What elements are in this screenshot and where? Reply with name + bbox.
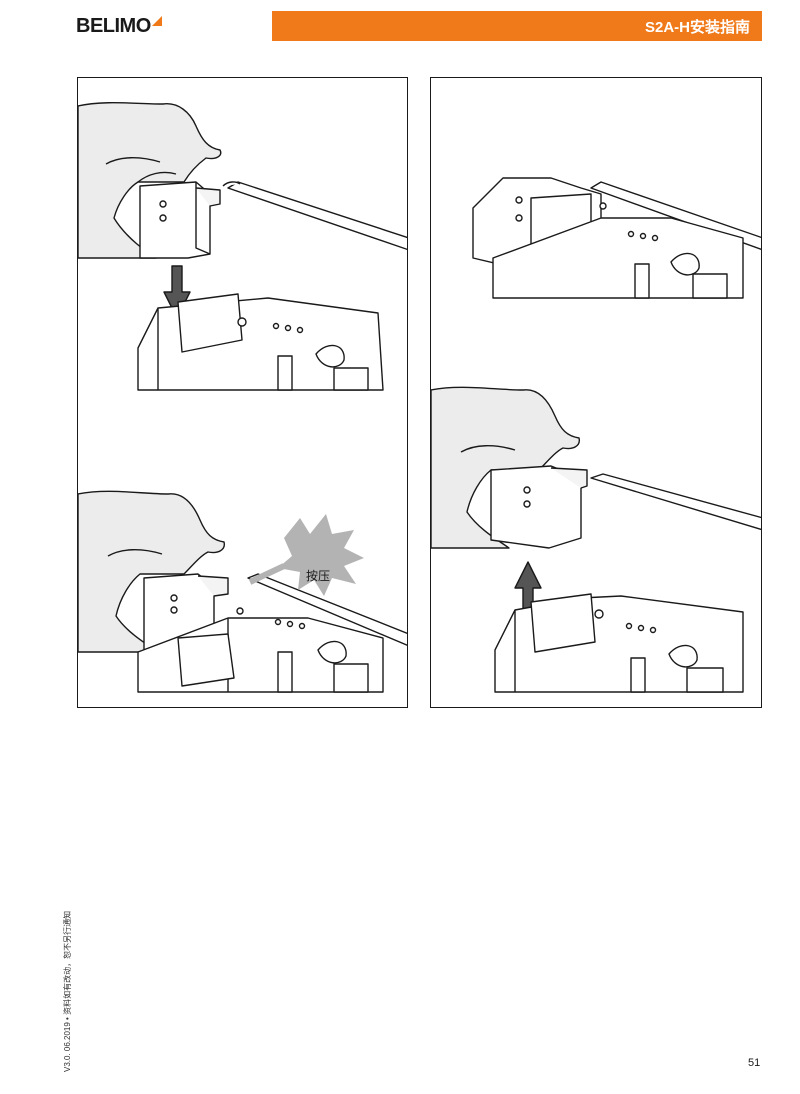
page-number: 51: [748, 1057, 761, 1069]
version-note: V3.0. 06.2019 • 资料如有改动，恕不另行通知: [63, 910, 72, 1072]
hand-icon: [431, 386, 580, 549]
switch-module-icon: [490, 465, 588, 549]
document-title: S2A-H安装指南: [644, 18, 750, 36]
insert-steps-illustration: [78, 102, 407, 693]
hand-icon: [78, 102, 222, 259]
actuator-icon: [137, 293, 384, 391]
logo-triangle-icon: [151, 16, 162, 26]
panel-remove-steps: [430, 77, 762, 708]
actuator-icon: [492, 217, 744, 299]
press-label: 按压: [306, 569, 331, 583]
hand-icon: [78, 490, 225, 653]
actuator-icon: [137, 617, 384, 693]
brand-name: BELIMO: [76, 15, 151, 37]
step4-cable-icon: [590, 473, 761, 531]
panel-insert-steps: [77, 77, 408, 708]
remove-steps-illustration: [431, 177, 761, 693]
actuator-icon: [494, 593, 744, 693]
belimo-logo: BELIMO: [76, 14, 162, 40]
step2-cable-icon: [247, 573, 407, 646]
document-title-bar: S2A-H安装指南: [272, 11, 762, 41]
burst-icon: [248, 514, 364, 596]
step1-cable-icon: [222, 181, 407, 251]
switch-module-icon: [139, 181, 221, 259]
